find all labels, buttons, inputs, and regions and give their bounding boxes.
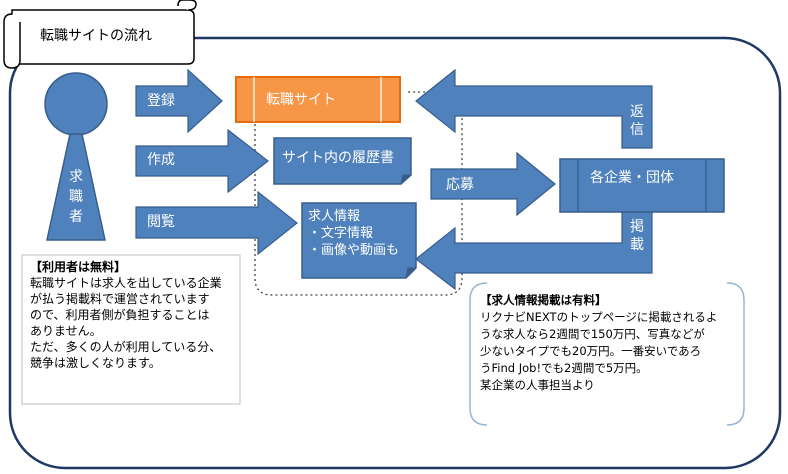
reply-arrow [415,68,653,149]
post-arrow [415,201,653,291]
job-seeker-figure [44,72,108,241]
register-arrow [135,68,223,134]
create-arrow [135,128,269,194]
browse-label: 閲覧 [147,214,175,230]
user-note-title: 【利用者は無料】 [30,260,127,274]
job-info-title: 求人情報 [308,209,361,224]
job-site-box [235,76,401,123]
user-note-line: ただ、多くの人が利用している分、 [30,340,222,354]
reply-label: 返信 [630,104,644,138]
paid-note: 【求人情報掲載は有料】 リクナビNEXTのトップページに掲載されるよ うな求人な… [480,292,717,394]
company-label: 各企業・団体 [590,170,674,186]
dotted-connector [254,91,463,296]
paid-note-line: うな求人なら2週間で150万円、写真などが [480,327,705,341]
user-note-line: が払う掲載料で運営されています [30,292,210,306]
company-box [559,158,725,213]
register-label: 登録 [147,93,175,109]
user-note-box [21,254,241,405]
job-info-line2: ・画像や動画も [308,243,400,258]
job-seeker-label: 求職者 [69,169,83,225]
history-label: サイト内の履歴書 [282,150,394,166]
apply-arrow [430,151,556,217]
user-note: 【利用者は無料】 転職サイトは求人を出している企業 が払う掲載料で運営されていま… [30,259,222,371]
paid-note-title: 【求人情報掲載は有料】 [480,293,607,307]
job-site-label: 転職サイト [266,92,336,108]
paid-note-line: 少ないタイプでも20万円。一番安いであろ [480,344,702,358]
paid-note-line: リクナビNEXTのトップページに掲載されるよ [480,310,718,324]
user-note-line: ありません。 [30,324,102,338]
browse-arrow [135,190,298,256]
paid-note-line: うFind Job!でも2週間で5万円。 [480,361,648,375]
create-label: 作成 [147,152,175,168]
page-title: 転職サイトの流れ [40,28,152,44]
post-label: 掲載 [630,219,644,253]
apply-label: 応募 [446,177,474,193]
title-banner [3,0,197,69]
job-info-text: 求人情報 ・文字情報 ・画像や動画も [308,208,399,259]
user-note-line: ので、利用者側が負担することは [30,308,210,322]
paid-note-frame [469,282,745,426]
user-note-line: 競争は激しくなります。 [30,356,161,370]
paid-note-line: 某企業の人事担当より [480,378,595,392]
job-info-line1: ・文字情報 [308,226,374,241]
user-note-line: 転職サイトは求人を出している企業 [30,276,222,290]
